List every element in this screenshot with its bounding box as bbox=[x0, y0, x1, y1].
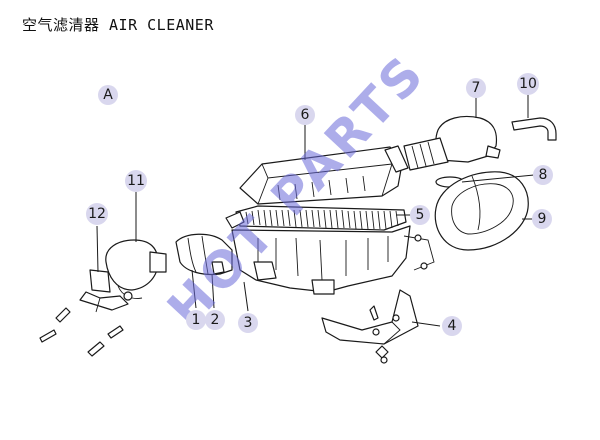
callout-6: 6 bbox=[295, 105, 315, 125]
svg-text:9: 9 bbox=[538, 211, 547, 227]
callout-3: 3 bbox=[238, 313, 258, 333]
callout-4: 4 bbox=[442, 316, 462, 336]
callout-11: 11 bbox=[125, 170, 147, 192]
svg-text:4: 4 bbox=[448, 318, 457, 334]
callout-1: 1 bbox=[186, 310, 206, 330]
resonator-bracket bbox=[79, 269, 129, 313]
view-label-a: A bbox=[98, 85, 118, 105]
callout-2: 2 bbox=[205, 310, 225, 330]
svg-text:11: 11 bbox=[127, 173, 145, 189]
intake-duct bbox=[175, 233, 233, 276]
lower-housing bbox=[225, 211, 435, 295]
callout-9: 9 bbox=[532, 209, 552, 229]
upper-cover bbox=[239, 145, 409, 205]
diagram-title: 空气滤清器 AIR CLEANER bbox=[22, 16, 214, 34]
svg-text:1: 1 bbox=[192, 312, 201, 328]
svg-text:8: 8 bbox=[539, 167, 548, 183]
mounting-bracket bbox=[321, 289, 419, 364]
svg-text:3: 3 bbox=[244, 315, 253, 331]
svg-text:HOT PARTS: HOT PARTS bbox=[156, 43, 436, 338]
loose-bolts bbox=[39, 307, 124, 357]
callout-8: 8 bbox=[533, 165, 553, 185]
callout-10: 10 bbox=[517, 73, 539, 95]
filter-element bbox=[235, 205, 407, 231]
resonator bbox=[105, 239, 167, 301]
svg-text:2: 2 bbox=[211, 312, 220, 328]
callout-7: 7 bbox=[466, 78, 486, 98]
svg-text:10: 10 bbox=[519, 76, 537, 92]
svg-text:5: 5 bbox=[416, 207, 425, 223]
svg-text:A: A bbox=[103, 87, 113, 103]
callout-12: 12 bbox=[86, 203, 108, 225]
callout-5: 5 bbox=[410, 205, 430, 225]
svg-text:6: 6 bbox=[301, 107, 310, 123]
leader-lines bbox=[96, 94, 535, 327]
intake-snorkel bbox=[434, 171, 529, 251]
svg-text:12: 12 bbox=[88, 206, 106, 222]
svg-text:7: 7 bbox=[472, 80, 481, 96]
watermark: HOT PARTS bbox=[156, 43, 436, 338]
breather-hose bbox=[511, 117, 557, 141]
outlet-elbow bbox=[403, 115, 501, 171]
